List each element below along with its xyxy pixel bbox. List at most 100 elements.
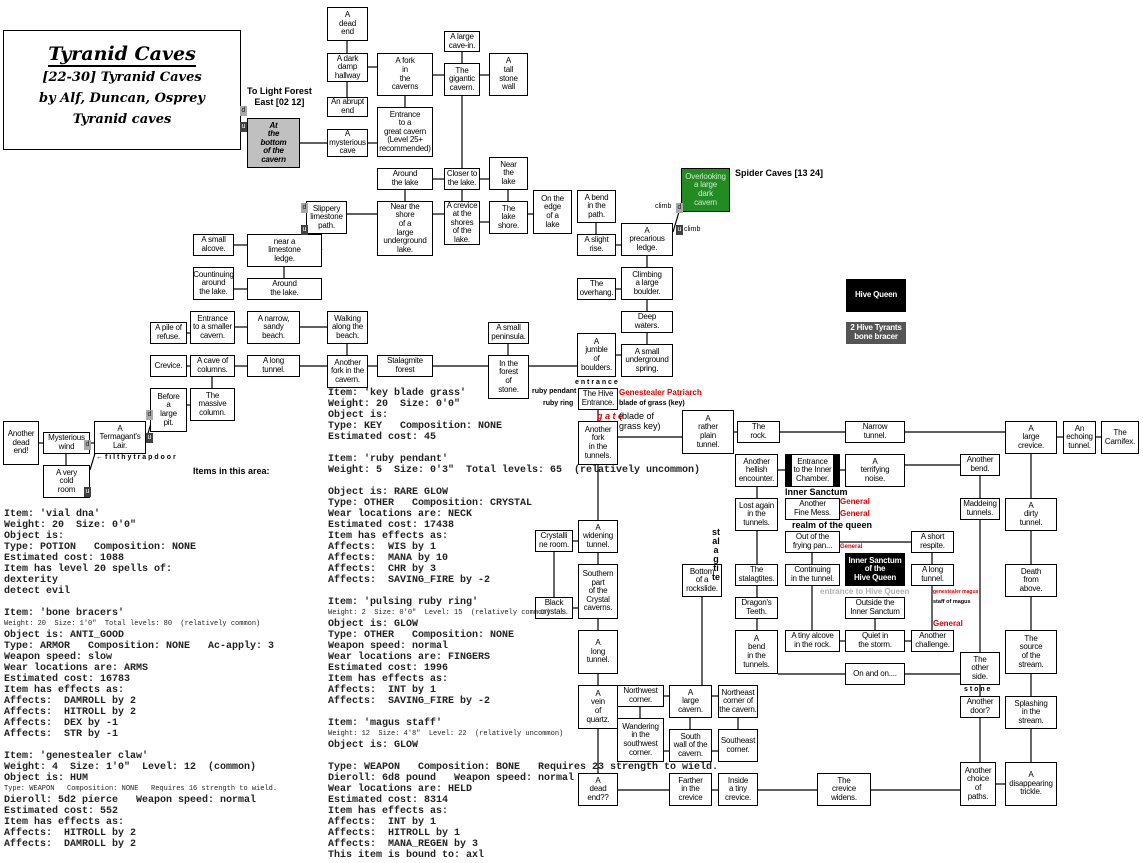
room[interactable]: Splashing in the stream. [1005,696,1057,729]
room[interactable]: Near the shore of a large underground la… [377,201,433,256]
room[interactable]: Another fork in the cavern. [327,355,368,388]
mob-hive-queen[interactable]: Hive Queen [846,279,906,312]
room[interactable]: Farther in the crevice [669,773,712,806]
room[interactable]: A fork in the caverns [377,53,433,96]
room[interactable]: A large cave-in. [444,31,480,52]
room[interactable]: Black crystals. [535,597,573,619]
room[interactable]: Lost again in the tunnels. [735,498,778,531]
room[interactable]: Slippery limestone path. [306,201,347,234]
room[interactable]: Deep waters. [621,311,673,333]
room[interactable]: A tall stone wall [489,53,528,96]
room[interactable]: Death from above. [1005,564,1057,597]
room[interactable]: Around the lake. [247,278,322,300]
room[interactable]: A cave of columns. [190,355,235,377]
room[interactable]: Another choice of paths. [960,762,996,806]
room[interactable]: An abrupt end [327,97,368,117]
room[interactable]: In the forest of stone. [488,355,529,399]
room[interactable]: A mysterious cave [327,129,368,157]
exit-down-marker[interactable]: d [301,203,308,213]
room[interactable]: The crevice widens. [817,773,871,806]
room[interactable]: Climbing a large boulder. [621,267,673,300]
room[interactable]: The lake shore. [489,201,528,234]
room[interactable]: A pile of refuse. [150,322,187,344]
room[interactable]: A Termagant's Lair. [94,421,146,454]
room[interactable]: A small alcove. [193,234,234,256]
room[interactable]: On and on.... [845,663,905,685]
room[interactable]: Northeast corner of the cavern. [718,685,758,718]
room[interactable]: The gigantic cavern. [444,63,480,96]
room[interactable]: A slight rise. [577,234,616,256]
room[interactable]: A narrow, sandy beach. [247,311,300,344]
room[interactable]: Another Fine Mess. [785,498,840,520]
room[interactable]: South wall of the cavern. [669,729,712,762]
room[interactable]: Stalagmite forest [377,355,433,377]
room[interactable]: A very cold room [43,465,90,498]
room[interactable]: Countinuing around the lake. [193,267,234,300]
room[interactable]: A dead end?? [578,773,618,806]
room[interactable]: The overhang. [577,278,616,300]
room[interactable]: Another bend. [960,454,1000,476]
room[interactable]: Crevice. [150,355,187,377]
room[interactable]: Before a large pit. [150,388,187,432]
room[interactable]: Near the lake [489,157,528,190]
room[interactable]: Entrance to a great cavern (Level 25+ re… [377,107,433,157]
exit-up-marker[interactable]: u [146,433,153,443]
room[interactable]: Out of the frying pan... [785,531,840,553]
room[interactable]: Inner Sanctum of the Hive Queen [845,553,905,586]
room[interactable]: A vein of quartz. [578,685,618,729]
room[interactable]: Outside the Inner Sanctum [845,597,905,619]
room[interactable]: A small peninsula. [488,322,529,344]
room[interactable]: Another challenge. [911,630,954,652]
room[interactable]: Maddeing tunnels. [960,498,1000,520]
room[interactable]: An echoing tunnel. [1063,421,1096,454]
room[interactable]: A widening tunnel. [578,520,618,553]
room[interactable]: A small underground spring. [621,344,673,377]
room[interactable]: Northwest corner. [617,685,664,707]
room[interactable]: A jumble of boulders. [577,333,616,377]
room[interactable]: Inside a tiny crevice. [718,773,758,806]
room[interactable]: Quiet in the storm. [845,630,905,652]
room[interactable]: A large crevice. [1005,421,1057,454]
room[interactable]: A bend in the path. [577,190,616,223]
room[interactable]: The massive column. [190,388,235,421]
exit-down-marker[interactable]: d [240,106,247,116]
exit-down-marker[interactable]: d [676,203,683,213]
exit-up-marker[interactable]: u [676,225,683,235]
room[interactable]: The stalagtites. [735,564,778,586]
room[interactable]: A long tunnel. [247,355,300,377]
room[interactable]: Another fork in the tunnels. [578,421,618,465]
room[interactable]: A precarious ledge. [621,223,673,256]
room[interactable]: Continuing in the tunnel. [785,564,840,586]
room[interactable]: Southeast corner. [718,729,758,762]
room[interactable]: A large cavern. [669,685,712,718]
room[interactable]: Another hellish encounter. [735,454,778,487]
room[interactable]: near a limestone ledge. [247,234,322,267]
room[interactable]: Another dead end! [3,421,39,465]
room[interactable]: The source of the stream. [1005,630,1057,674]
room[interactable]: Mysterious wind [43,432,90,454]
room[interactable]: Entrance to the Inner Chamber. [785,454,840,487]
room[interactable]: Narrow tunnel. [845,421,905,443]
room[interactable]: The other side. [960,652,1000,685]
room[interactable]: A dirty tunnel. [1005,498,1057,531]
room[interactable]: A rather plain tunnel. [682,410,734,454]
room[interactable]: A disappearing trickle. [1005,762,1057,806]
room[interactable]: Entrance to a smaller cavern. [190,311,235,344]
room[interactable]: The Hive Entrance. [578,388,618,410]
room[interactable]: A terrifying noise. [845,454,905,487]
room[interactable]: A dead end [327,7,368,41]
exit-down-marker[interactable]: d [146,410,153,420]
room[interactable]: A dark damp hallway [327,53,368,82]
room[interactable]: On the edge of a lake [533,190,572,234]
room[interactable]: Overlooking a large dark cavern [681,168,730,212]
room[interactable]: Around the lake [377,168,433,190]
room[interactable]: Wandering in the southwest corner. [617,718,664,762]
exit-down-marker[interactable]: d [84,440,91,450]
room[interactable]: A long tunnel. [911,564,954,586]
room[interactable]: The rock. [737,421,780,443]
room[interactable]: Southern part of the Crystal caverns. [578,564,618,619]
room[interactable]: A tiny alcove in the rock. [785,630,840,652]
room[interactable]: Another door? [960,696,1000,718]
room[interactable]: Dragon's Teeth. [735,597,778,619]
room[interactable]: Crystalli ne room. [535,530,573,552]
